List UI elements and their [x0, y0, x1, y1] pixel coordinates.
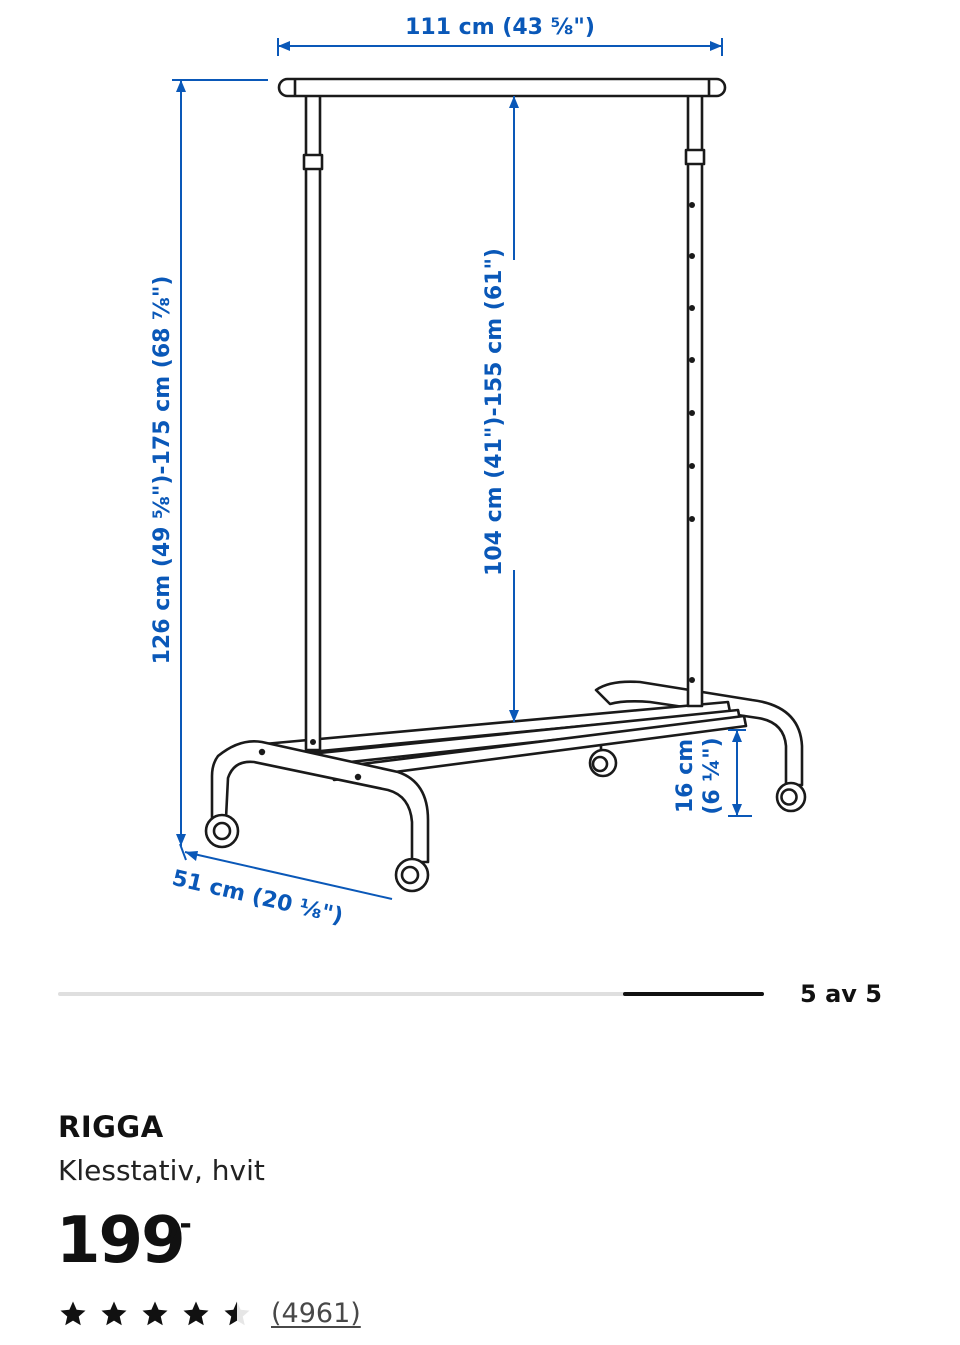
star-icon: [183, 1301, 209, 1326]
dimension-depth: 51 cm (20 ⅛"): [170, 843, 393, 930]
product-price: 199: [56, 1204, 186, 1278]
price-suffix: ,-: [168, 1207, 192, 1242]
shelf-height-cm-label: 16 cm: [673, 739, 698, 813]
depth-label: 51 cm (20 ⅛"): [170, 866, 346, 930]
gallery-counter: 5 av 5: [800, 980, 882, 1008]
dimension-width: 111 cm (43 ⅝"): [277, 15, 723, 56]
dimension-height: 126 cm (49 ⅝")-175 cm (68 ⅞"): [150, 79, 268, 846]
star-icon: [60, 1301, 86, 1326]
product-name: RIGGA: [58, 1110, 164, 1144]
star-half-icon: [224, 1301, 250, 1326]
gallery-progress-fill: [622, 992, 764, 996]
product-dimension-image: 111 cm (43 ⅝") 126 cm (49 ⅝")-175 cm (68…: [150, 15, 807, 930]
rail-height-label: 104 cm (41")-155 cm (61"): [482, 248, 507, 576]
gallery-progress-bar[interactable]: [58, 992, 764, 996]
shelf-height-in-label: (6 ¼"): [700, 737, 725, 814]
dimension-shelf-height: 16 cm (6 ¼"): [673, 729, 752, 817]
width-label: 111 cm (43 ⅝"): [405, 15, 595, 40]
star-icon: [142, 1301, 168, 1326]
height-label: 126 cm (49 ⅝")-175 cm (68 ⅞"): [150, 276, 175, 665]
dimension-rail-height: 104 cm (41")-155 cm (61"): [478, 96, 528, 722]
rating-stars: [58, 1299, 263, 1329]
star-icon: [101, 1301, 127, 1326]
product-description: Klesstativ, hvit: [58, 1154, 265, 1187]
clothes-rack-drawing: [204, 77, 807, 893]
product-rating[interactable]: (4961): [58, 1294, 361, 1334]
review-count-link[interactable]: (4961): [271, 1298, 361, 1329]
